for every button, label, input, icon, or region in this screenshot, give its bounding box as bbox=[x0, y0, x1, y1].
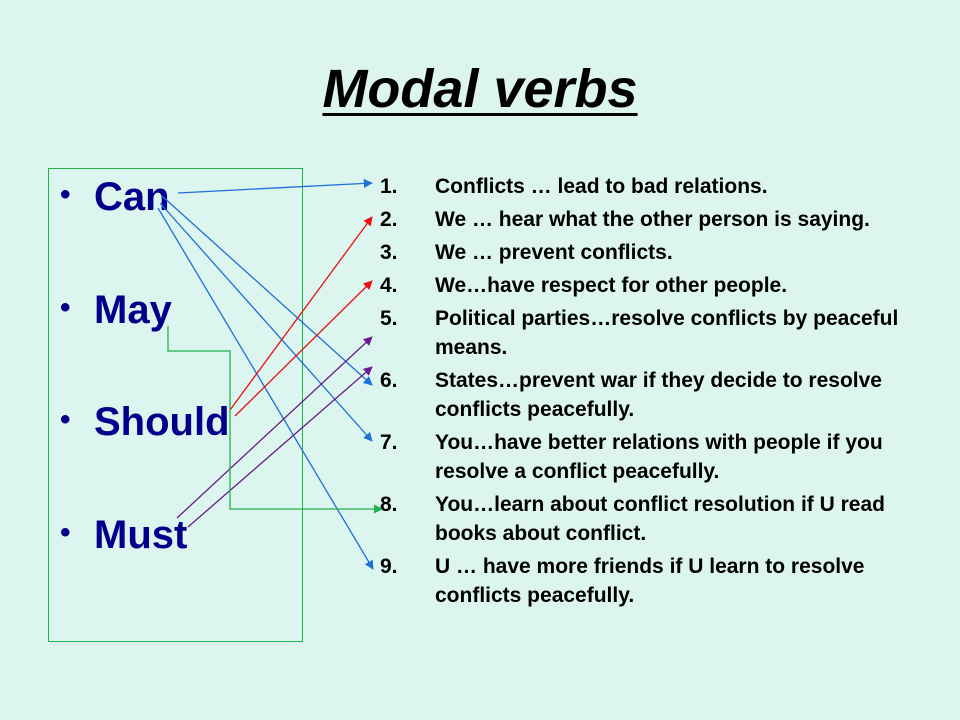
sentence-item: 4. We…have respect for other people. bbox=[380, 271, 920, 300]
sentence-text: We…have respect for other people. bbox=[435, 274, 788, 297]
sentence-item: 7. You…have better relations with people … bbox=[380, 428, 920, 486]
sentence-text: We … hear what the other person is sayin… bbox=[435, 208, 870, 231]
arrow-can-1 bbox=[177, 178, 373, 194]
arrow-should-3 bbox=[234, 280, 373, 417]
sentence-text: States…prevent war if they decide to res… bbox=[435, 369, 882, 421]
verb-can: • Can bbox=[60, 177, 170, 217]
sentence-number: 9. bbox=[380, 555, 398, 578]
sentence-number: 7. bbox=[380, 431, 398, 454]
sentence-text: Political parties…resolve conflicts by p… bbox=[435, 307, 899, 359]
verb-must: • Must bbox=[60, 515, 187, 555]
verb-label: Should bbox=[94, 400, 230, 444]
bullet-icon: • bbox=[60, 178, 71, 211]
verb-should: • Should bbox=[60, 402, 230, 442]
sentence-number: 2. bbox=[380, 208, 398, 231]
sentence-item: 2. We … hear what the other person is say… bbox=[380, 205, 920, 234]
sentence-item: 5. Political parties…resolve conflicts by… bbox=[380, 304, 920, 362]
arrow-should-2 bbox=[229, 216, 373, 411]
arrow-may-7 bbox=[167, 326, 383, 514]
arrow-can-6 bbox=[159, 202, 373, 442]
sentence-text: U … have more friends if U learn to reso… bbox=[435, 555, 865, 607]
verbs-box bbox=[48, 168, 303, 642]
sentence-item: 1. Conflicts … lead to bad relations. bbox=[380, 172, 920, 201]
bullet-icon: • bbox=[60, 291, 71, 324]
verb-label: Can bbox=[94, 175, 170, 219]
sentence-number: 1. bbox=[380, 175, 398, 198]
arrow-can-5 bbox=[161, 195, 373, 386]
verb-label: May bbox=[94, 288, 172, 332]
sentence-item: 9. U … have more friends if U learn to re… bbox=[380, 552, 920, 610]
sentence-item: 3. We … prevent conflicts. bbox=[380, 238, 920, 267]
sentence-number: 3. bbox=[380, 241, 398, 264]
bullet-icon: • bbox=[60, 403, 71, 436]
sentence-item: 6. States…prevent war if they decide to r… bbox=[380, 366, 920, 424]
sentence-number: 6. bbox=[380, 369, 398, 392]
sentence-text: Conflicts … lead to bad relations. bbox=[435, 175, 768, 198]
sentence-list: 1. Conflicts … lead to bad relations. 2. W… bbox=[380, 172, 920, 610]
sentence-item: 8. You…learn about conflict resolution if… bbox=[380, 490, 920, 548]
sentence-number: 5. bbox=[380, 307, 398, 330]
arrow-must-9 bbox=[187, 366, 373, 528]
slide-title: Modal verbs bbox=[322, 59, 638, 119]
verb-may: • May bbox=[60, 290, 172, 330]
arrow-must-4 bbox=[176, 336, 373, 519]
arrow-can-8 bbox=[157, 207, 374, 570]
bullet-icon: • bbox=[60, 516, 71, 549]
sentence-text: We … prevent conflicts. bbox=[435, 241, 673, 264]
sentence-number: 8. bbox=[380, 493, 398, 516]
sentence-text: You…have better relations with people if… bbox=[435, 431, 883, 483]
sentence-text: You…learn about conflict resolution if U… bbox=[435, 493, 885, 545]
verb-label: Must bbox=[94, 513, 188, 557]
sentence-number: 4. bbox=[380, 274, 398, 297]
